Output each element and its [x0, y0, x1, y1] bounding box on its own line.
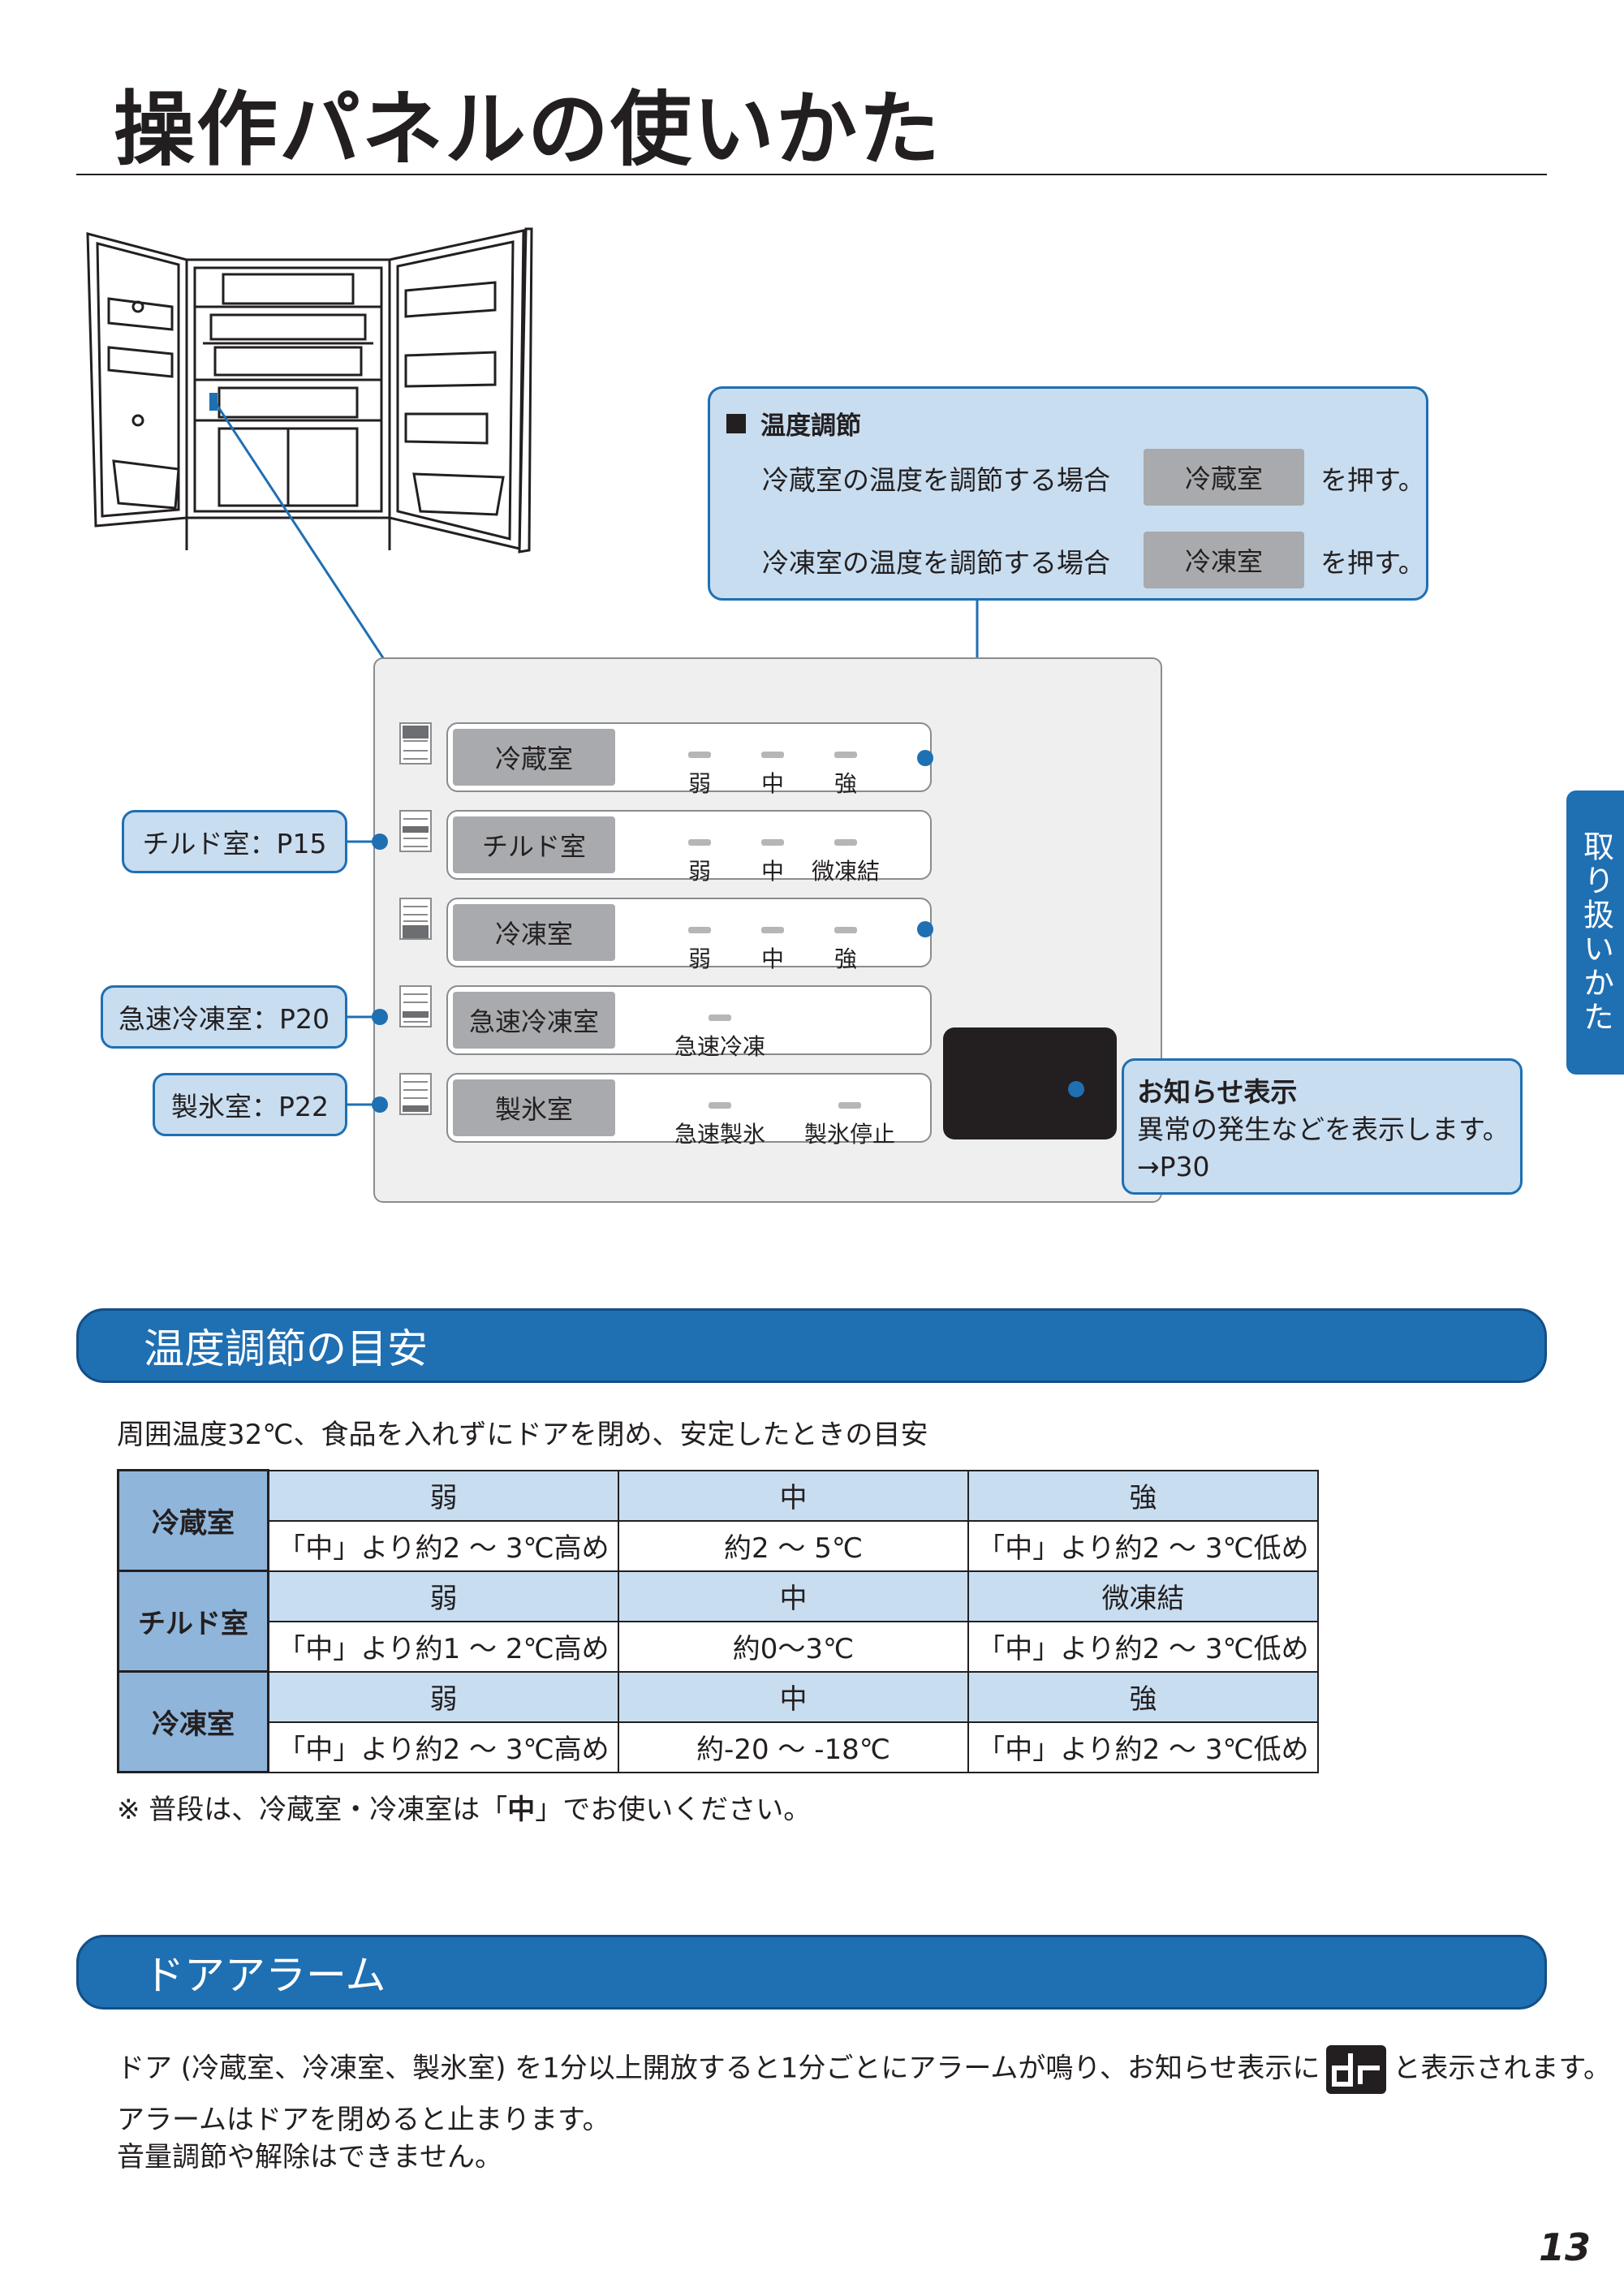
leader-dot	[372, 834, 388, 850]
level-slight-freeze[interactable]: 微凍結	[789, 839, 902, 886]
side-tab[interactable]: 取り扱いかた	[1566, 790, 1624, 1075]
info-line-fridge: 冷蔵室の温度を調節する場合	[762, 464, 1110, 496]
table-cell: 「中」より約2 ～ 3℃高め	[267, 1519, 619, 1572]
fridge-illustration	[86, 227, 533, 554]
fridge-button[interactable]: 冷蔵室	[453, 729, 615, 786]
leader-dot	[372, 1096, 388, 1113]
leader-dot	[1068, 1081, 1084, 1097]
leader-dot	[372, 1009, 388, 1025]
panel-row-chilled: チルド室 弱 中 微凍結	[446, 810, 932, 885]
freezer-button[interactable]: 冷凍室	[453, 904, 615, 961]
table-header-cell: 中	[618, 1469, 969, 1522]
level-weak[interactable]: 弱	[643, 839, 756, 886]
temperature-table: 冷蔵室 弱 中 強 「中」より約2 ～ 3℃高め 約2 ～ 5℃ 「中」より約2…	[117, 1469, 1319, 1773]
info-push-text: を押す。	[1320, 464, 1425, 496]
level-weak[interactable]: 弱	[643, 927, 756, 974]
table-cell: 「中」より約2 ～ 3℃低め	[967, 1620, 1319, 1673]
fridge-button-label: 冷蔵室	[1144, 449, 1304, 506]
table-header-cell: 微凍結	[967, 1570, 1319, 1622]
freezer-button-label: 冷凍室	[1144, 532, 1304, 588]
level-medium[interactable]: 中	[716, 839, 829, 886]
compartment-indicator-icon	[399, 810, 432, 852]
callout-chilled: チルド室：P15	[122, 810, 347, 873]
level-strong[interactable]: 強	[789, 752, 902, 799]
level-medium[interactable]: 中	[716, 927, 829, 974]
notice-heading: お知らせ表示	[1137, 1076, 1298, 1108]
title-rule	[76, 174, 1547, 175]
table-cell: 「中」より約2 ～ 3℃低め	[967, 1721, 1319, 1773]
section-header-temperature-guide: 温度調節の目安	[76, 1308, 1547, 1383]
level-weak[interactable]: 弱	[643, 752, 756, 799]
square-bullet-icon	[726, 413, 746, 433]
info-line-freezer: 冷凍室の温度を調節する場合	[762, 547, 1110, 579]
info-push-text: を押す。	[1320, 547, 1425, 579]
table-header-cell: 中	[618, 1570, 969, 1622]
table-header-cell: 強	[967, 1469, 1319, 1522]
callout-notification: お知らせ表示 異常の発生などを表示します。 →P30	[1122, 1058, 1523, 1195]
ice-button[interactable]: 製氷室	[453, 1079, 615, 1136]
dr-display-icon	[1326, 2045, 1387, 2094]
table-header-cell: 中	[618, 1670, 969, 1723]
panel-row-quick-freeze: 急速冷凍室 急速冷凍	[446, 985, 932, 1060]
row-header-freezer: 冷凍室	[117, 1670, 269, 1773]
row-header-fridge: 冷蔵室	[117, 1469, 269, 1572]
alarm-description: ドア (冷蔵室、冷凍室、製氷室) を1分以上開放すると1分ごとにアラームが鳴り、…	[117, 2045, 1611, 2094]
notification-display	[943, 1027, 1117, 1139]
table-cell: 約0～3℃	[618, 1620, 969, 1673]
table-header-cell: 弱	[267, 1670, 619, 1723]
leader-dot	[917, 921, 933, 937]
usage-note: ※ 普段は、冷蔵室・冷凍室は「中」でお使いください。	[117, 1794, 812, 1826]
compartment-indicator-icon	[399, 722, 432, 765]
notice-body: 異常の発生などを表示します。	[1137, 1114, 1510, 1145]
table-header-cell: 弱	[267, 1570, 619, 1622]
compartment-indicator-icon	[399, 985, 432, 1027]
alarm-line2: アラームはドアを閉めると止まります。	[117, 2104, 610, 2136]
level-quick-ice[interactable]: 急速製氷	[651, 1102, 789, 1149]
quick-freeze-button[interactable]: 急速冷凍室	[453, 992, 615, 1049]
chilled-button[interactable]: チルド室	[453, 816, 615, 873]
panel-row-fridge: 冷蔵室 弱 中 強	[446, 722, 932, 797]
notice-ref: →P30	[1137, 1151, 1210, 1182]
page-title: 操作パネルの使いかた	[114, 82, 941, 177]
table-cell: 「中」より約2 ～ 3℃高め	[267, 1721, 619, 1773]
table-header-cell: 弱	[267, 1469, 619, 1522]
table-cell: 約-20 ～ -18℃	[618, 1721, 969, 1773]
panel-row-freezer: 冷凍室 弱 中 強	[446, 898, 932, 972]
callout-ice: 製氷室：P22	[153, 1073, 347, 1136]
table-cell: 「中」より約2 ～ 3℃低め	[967, 1519, 1319, 1572]
compartment-indicator-icon	[399, 898, 432, 940]
table-header-cell: 強	[967, 1670, 1319, 1723]
section-header-door-alarm: ドアアラーム	[76, 1935, 1547, 2010]
compartment-indicator-icon	[399, 1073, 432, 1115]
table-cell: 「中」より約1 ～ 2℃高め	[267, 1620, 619, 1673]
alarm-line3: 音量調節や解除はできません。	[117, 2141, 502, 2173]
control-panel: 冷蔵室 弱 中 強 チルド室 弱 中 微凍結 冷凍室 弱 中 強 急速冷凍室 急…	[373, 657, 1162, 1203]
temperature-adjust-info-box: 温度調節 冷蔵室の温度を調節する場合 冷蔵室 を押す。 冷凍室の温度を調節する場…	[708, 386, 1428, 601]
panel-row-ice: 製氷室 急速製氷 製氷停止	[446, 1073, 932, 1148]
info-heading-text: 温度調節	[760, 411, 861, 441]
page-number: 13	[1539, 2225, 1592, 2269]
level-strong[interactable]: 強	[789, 927, 902, 974]
info-heading: 温度調節	[726, 405, 861, 442]
leader-dot	[917, 750, 933, 766]
level-quick-freeze[interactable]: 急速冷凍	[651, 1014, 789, 1062]
callout-quick-freeze: 急速冷凍室：P20	[101, 985, 347, 1049]
row-header-chilled: チルド室	[117, 1570, 269, 1673]
level-ice-stop[interactable]: 製氷停止	[781, 1102, 919, 1149]
table-cell: 約2 ～ 5℃	[618, 1519, 969, 1572]
level-medium[interactable]: 中	[716, 752, 829, 799]
temperature-intro: 周囲温度32℃、食品を入れずにドアを閉め、安定したときの目安	[117, 1419, 928, 1451]
